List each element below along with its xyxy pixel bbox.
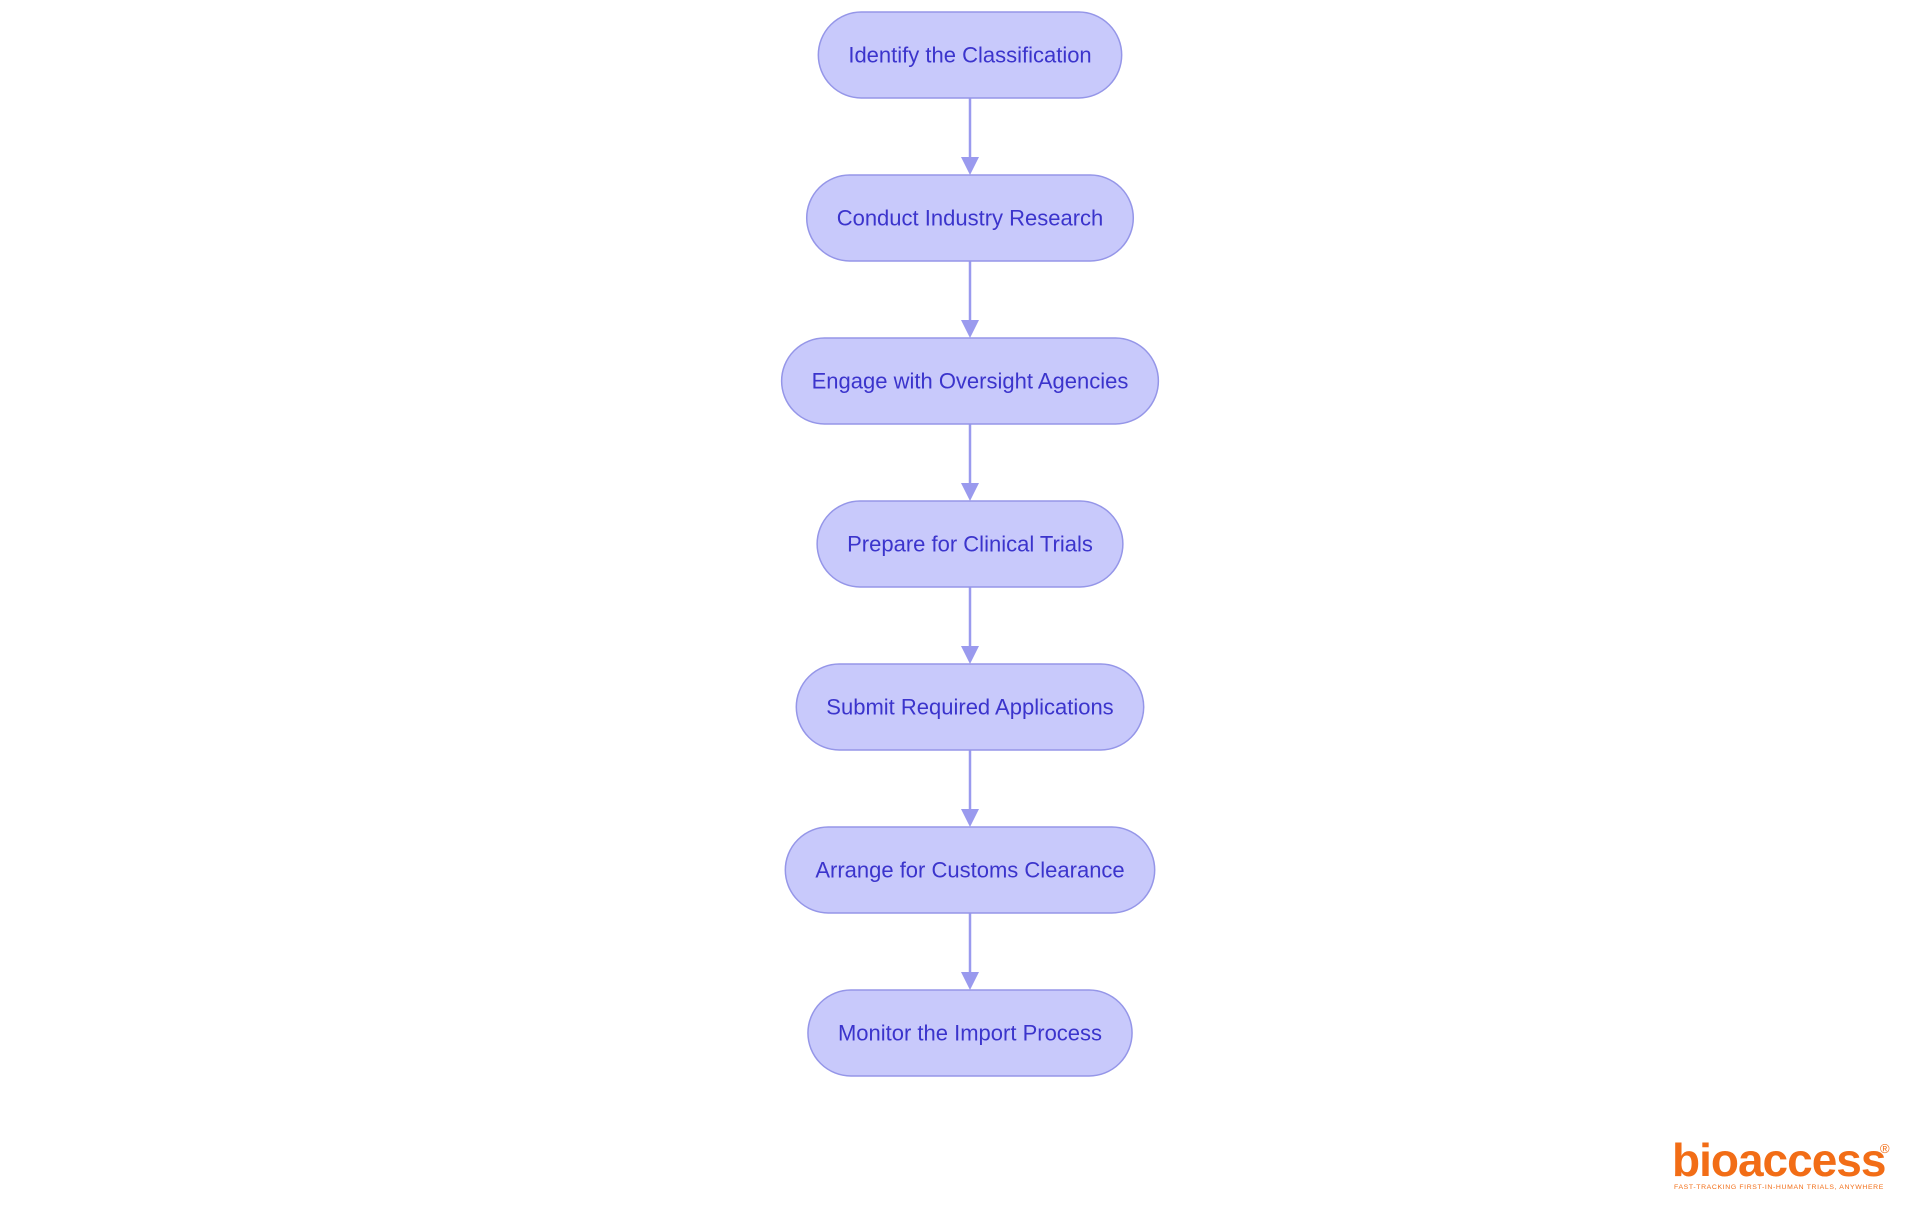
arrowhead-icon: [961, 320, 979, 338]
flow-node-2: Conduct Industry Research: [805, 174, 1135, 262]
flow-node-shape: [816, 500, 1124, 588]
flow-node-shape: [817, 11, 1123, 99]
flow-node-label: Identify the Classification: [848, 43, 1091, 68]
flow-edge-1: [961, 98, 979, 175]
flow-edge-3: [961, 424, 979, 501]
logo-tagline: FAST-TRACKING FIRST-IN-HUMAN TRIALS, ANY…: [1674, 1184, 1884, 1191]
flow-edge-5: [961, 750, 979, 827]
arrowhead-icon: [961, 483, 979, 501]
flow-node-7: Monitor the Import Process: [807, 989, 1133, 1077]
arrowhead-icon: [961, 972, 979, 990]
flow-node-3: Engage with Oversight Agencies: [780, 337, 1160, 425]
arrowhead-icon: [961, 809, 979, 827]
arrowhead-icon: [961, 646, 979, 664]
flow-edge-4: [961, 587, 979, 664]
flow-node-label: Engage with Oversight Agencies: [812, 369, 1129, 394]
flow-node-label: Conduct Industry Research: [837, 206, 1104, 231]
flow-node-1: Identify the Classification: [817, 11, 1123, 99]
flow-node-4: Prepare for Clinical Trials: [816, 500, 1124, 588]
flow-edge-6: [961, 913, 979, 990]
flow-node-shape: [807, 989, 1133, 1077]
flow-node-label: Monitor the Import Process: [838, 1021, 1102, 1046]
flow-node-6: Arrange for Customs Clearance: [784, 826, 1156, 914]
flow-node-shape: [795, 663, 1145, 751]
flow-node-label: Arrange for Customs Clearance: [815, 858, 1124, 883]
flow-node-shape: [784, 826, 1156, 914]
flow-node-5: Submit Required Applications: [795, 663, 1145, 751]
logo-wordmark: bioaccess: [1672, 1135, 1885, 1186]
arrowhead-icon: [961, 157, 979, 175]
bioaccess-logo: bioaccess ® FAST-TRACKING FIRST-IN-HUMAN…: [1672, 1135, 1890, 1191]
flow-edge-2: [961, 261, 979, 338]
flow-node-label: Prepare for Clinical Trials: [847, 532, 1093, 557]
logo-registered-mark: ®: [1880, 1141, 1890, 1156]
edges-layer: [961, 98, 979, 990]
flow-node-shape: [780, 337, 1160, 425]
flow-node-label: Submit Required Applications: [826, 695, 1113, 720]
flow-node-shape: [805, 174, 1135, 262]
